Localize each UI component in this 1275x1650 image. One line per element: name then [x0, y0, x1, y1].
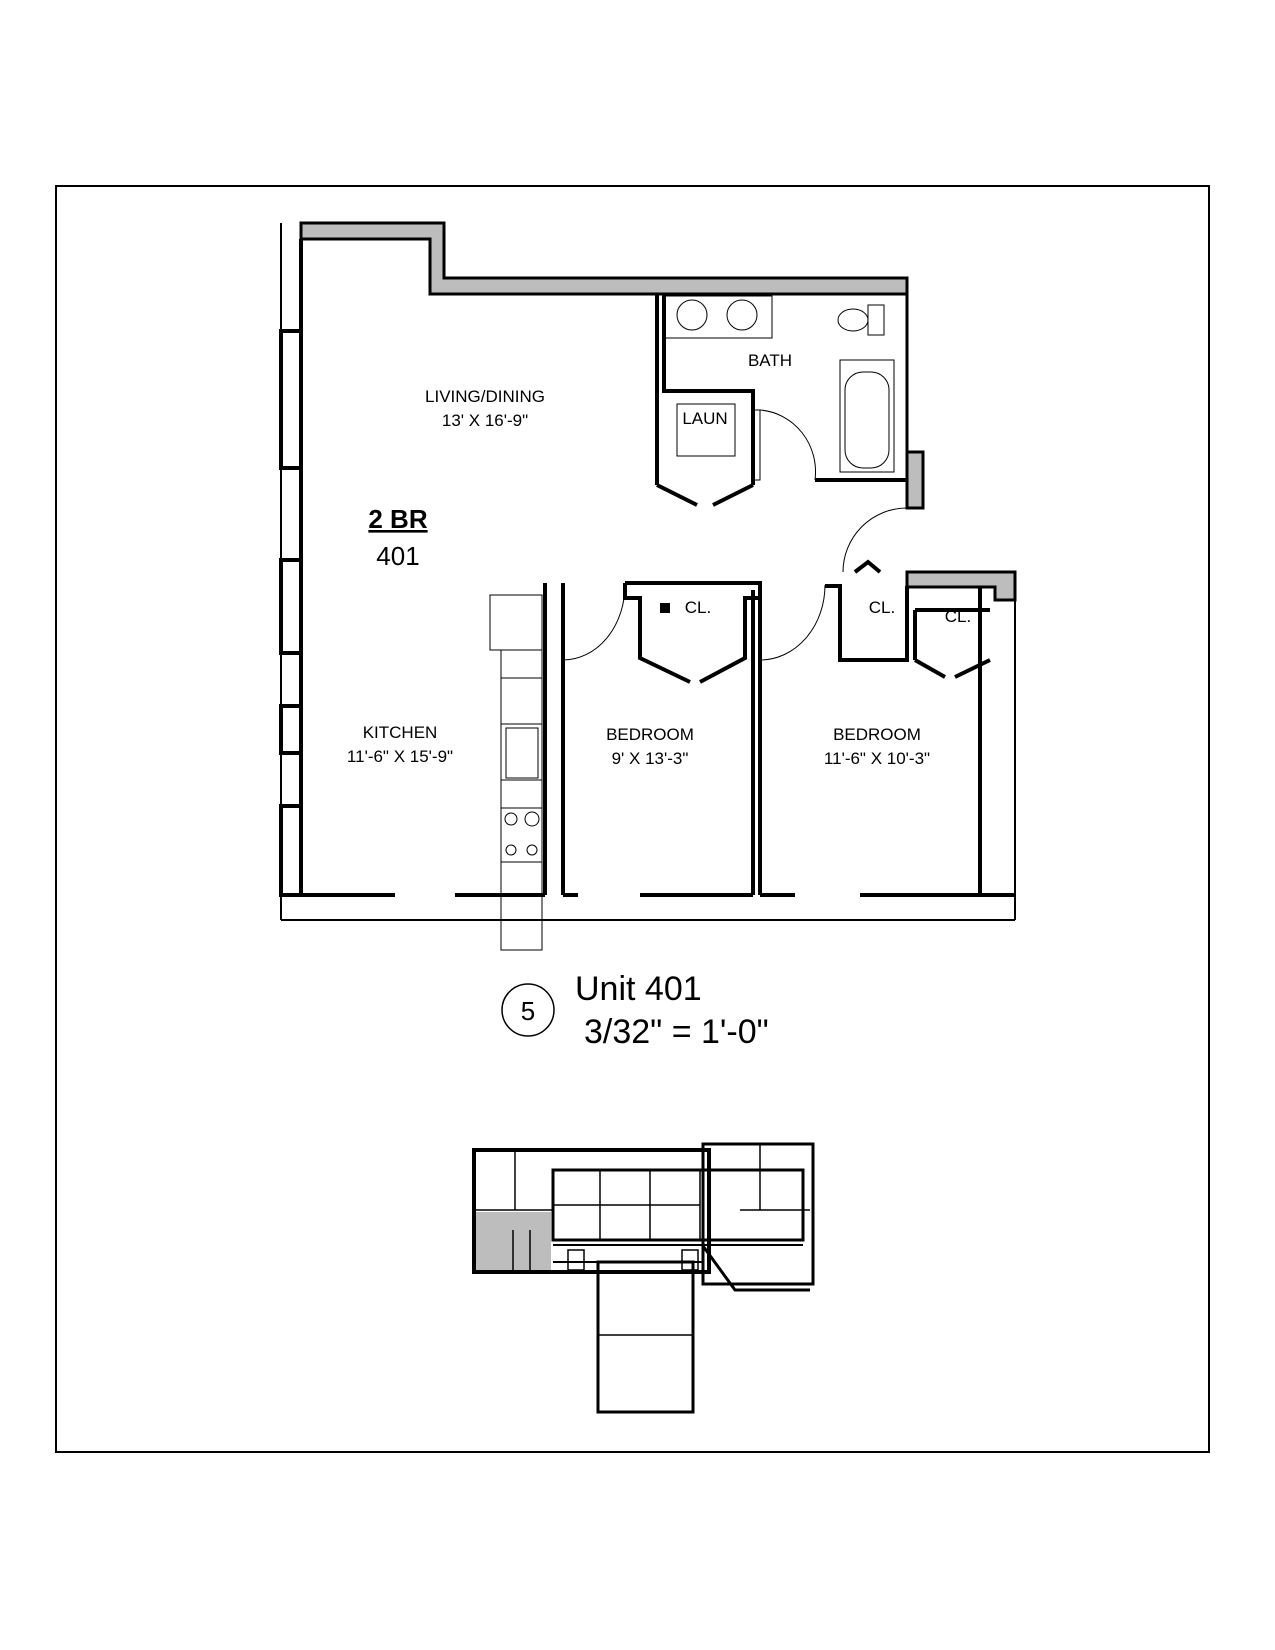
column-icon	[660, 603, 670, 613]
drawing-caption: 5 Unit 401 3/32" = 1'-0"	[501, 970, 769, 1051]
room-name: BEDROOM	[606, 725, 694, 744]
toilet-tank	[867, 304, 885, 336]
drawing-number-bubble	[501, 983, 555, 1037]
toilet-icon	[837, 308, 869, 332]
room-size: 11'-6" X 15'-9"	[347, 747, 453, 766]
bath-walls	[655, 294, 907, 485]
closet-doors	[914, 658, 991, 679]
key-plan	[472, 1142, 815, 1414]
bath-door-swing	[753, 409, 816, 481]
room-name: KITCHEN	[363, 723, 438, 742]
closet-label: CL.	[685, 598, 711, 617]
room-name: BATH	[748, 351, 792, 370]
sink-icon	[676, 299, 708, 331]
washer-icon	[676, 403, 736, 457]
kitchen-sink-icon	[505, 727, 539, 779]
unit-plan: LIVING/DINING 13' X 16'-9" 2 BR 401 KITC…	[279, 221, 1017, 951]
bedroom2-closets	[825, 559, 990, 662]
sheet-border	[55, 185, 1210, 1453]
drawing-number: 5	[521, 996, 535, 1026]
exterior-wall-right-top	[905, 570, 1017, 602]
bathtub-basin	[844, 371, 890, 469]
room-size: 13' X 16'-9"	[442, 411, 528, 430]
laundry-doors	[656, 483, 754, 507]
sink-icon	[726, 299, 758, 331]
entry-door-swing	[842, 507, 908, 573]
bedroom1-left-wall	[543, 583, 565, 895]
kitchen-counter	[489, 594, 543, 951]
unit-number: 401	[376, 541, 419, 571]
room-name: BEDROOM	[833, 725, 921, 744]
exterior-wall-top	[299, 221, 925, 510]
drawing-title: Unit 401	[575, 970, 702, 1008]
stove-burner	[504, 812, 518, 826]
vanity	[663, 295, 773, 339]
room-name: LAUN	[682, 409, 727, 428]
windows-left	[279, 329, 303, 897]
room-size: 9' X 13'-3"	[612, 749, 689, 768]
room-size: 11'-6" X 10'-3"	[824, 749, 930, 768]
bathtub-icon	[839, 359, 895, 473]
closet-label: CL.	[869, 598, 895, 617]
room-name: LIVING/DINING	[425, 387, 545, 406]
bedroom2-door-swing	[759, 584, 826, 661]
closet-label: CL.	[945, 607, 971, 626]
bedroom1-closet	[623, 581, 762, 895]
drawing-scale: 3/32" = 1'-0"	[584, 1013, 769, 1051]
unit-type-label: 2 BR	[368, 504, 427, 534]
bedroom1-door-swing	[562, 584, 626, 661]
